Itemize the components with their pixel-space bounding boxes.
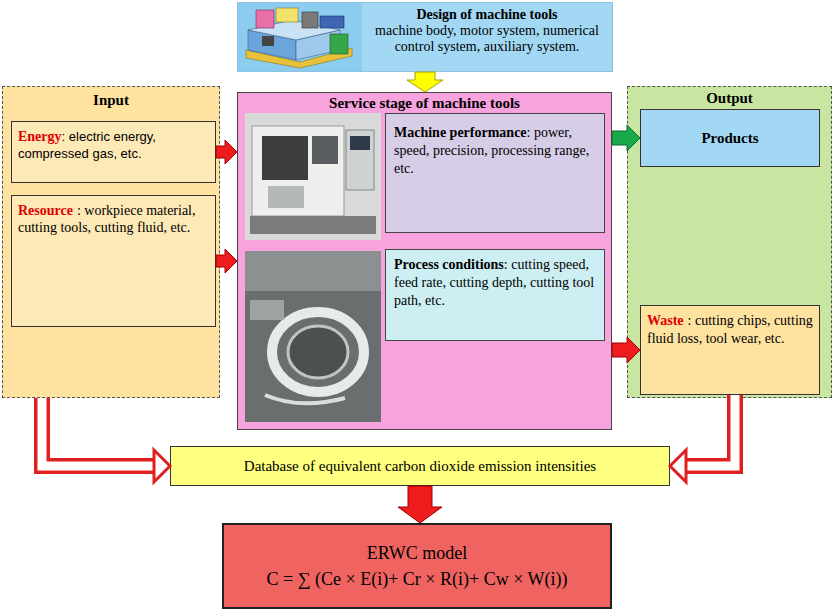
products-box: Products [640, 109, 820, 167]
machine-photo [245, 113, 381, 240]
output-panel: OutputProductsWaste: cutting chips, cutt… [627, 86, 832, 398]
connector-arrow [398, 486, 442, 523]
node-heading: Database of equivalent carbon dioxide em… [244, 458, 596, 475]
node-heading: Process conditions [394, 257, 504, 272]
node-heading: Design of machine tools [368, 7, 606, 23]
connector-arrow [612, 125, 640, 151]
node-heading: Resource [18, 203, 73, 218]
node-heading: Products [701, 130, 758, 147]
service-panel: Service stage of machine toolsMachine pe… [237, 92, 612, 430]
connector-arrow [42, 398, 170, 482]
cutting-photo [245, 251, 381, 422]
connector-arrow [216, 140, 237, 164]
node-heading: Service stage of machine tools [238, 93, 611, 112]
machine-model [238, 3, 362, 71]
node-heading: ERWC model [367, 540, 468, 566]
connector-arrow [670, 395, 735, 482]
node-heading: Waste [647, 313, 684, 328]
node-body: C = ∑ (Ce × E(i)+ Cr × R(i)+ Cw × W(i)) [267, 566, 568, 592]
waste-box: Waste: cutting chips, cutting fluid loss… [640, 305, 820, 395]
connector-arrow [216, 249, 237, 273]
model-box: ERWC modelC = ∑ (Ce × E(i)+ Cr × R(i)+ C… [222, 523, 612, 609]
energy-box: Energy: electric energy, compressed gas,… [11, 121, 216, 183]
input-panel: InputEnergy: electric energy, compressed… [2, 86, 220, 398]
node-heading: Energy [18, 129, 62, 144]
node-heading: Output [628, 87, 831, 107]
performance-box: Machine performance: power, speed, preci… [385, 113, 605, 233]
connector-arrow [407, 72, 443, 92]
node-body: machine body, motor system, numerical co… [368, 23, 606, 55]
resource-box: Resource: workpiece material, cutting to… [11, 195, 216, 327]
node-heading: Input [3, 87, 219, 109]
database-box: Database of equivalent carbon dioxide em… [170, 446, 670, 486]
design-box: Design of machine toolsmachine body, mot… [237, 2, 613, 72]
connector-arrow [612, 337, 640, 363]
process-box: Process conditions: cutting speed, feed … [385, 249, 605, 341]
node-heading: Machine performance [394, 125, 527, 140]
